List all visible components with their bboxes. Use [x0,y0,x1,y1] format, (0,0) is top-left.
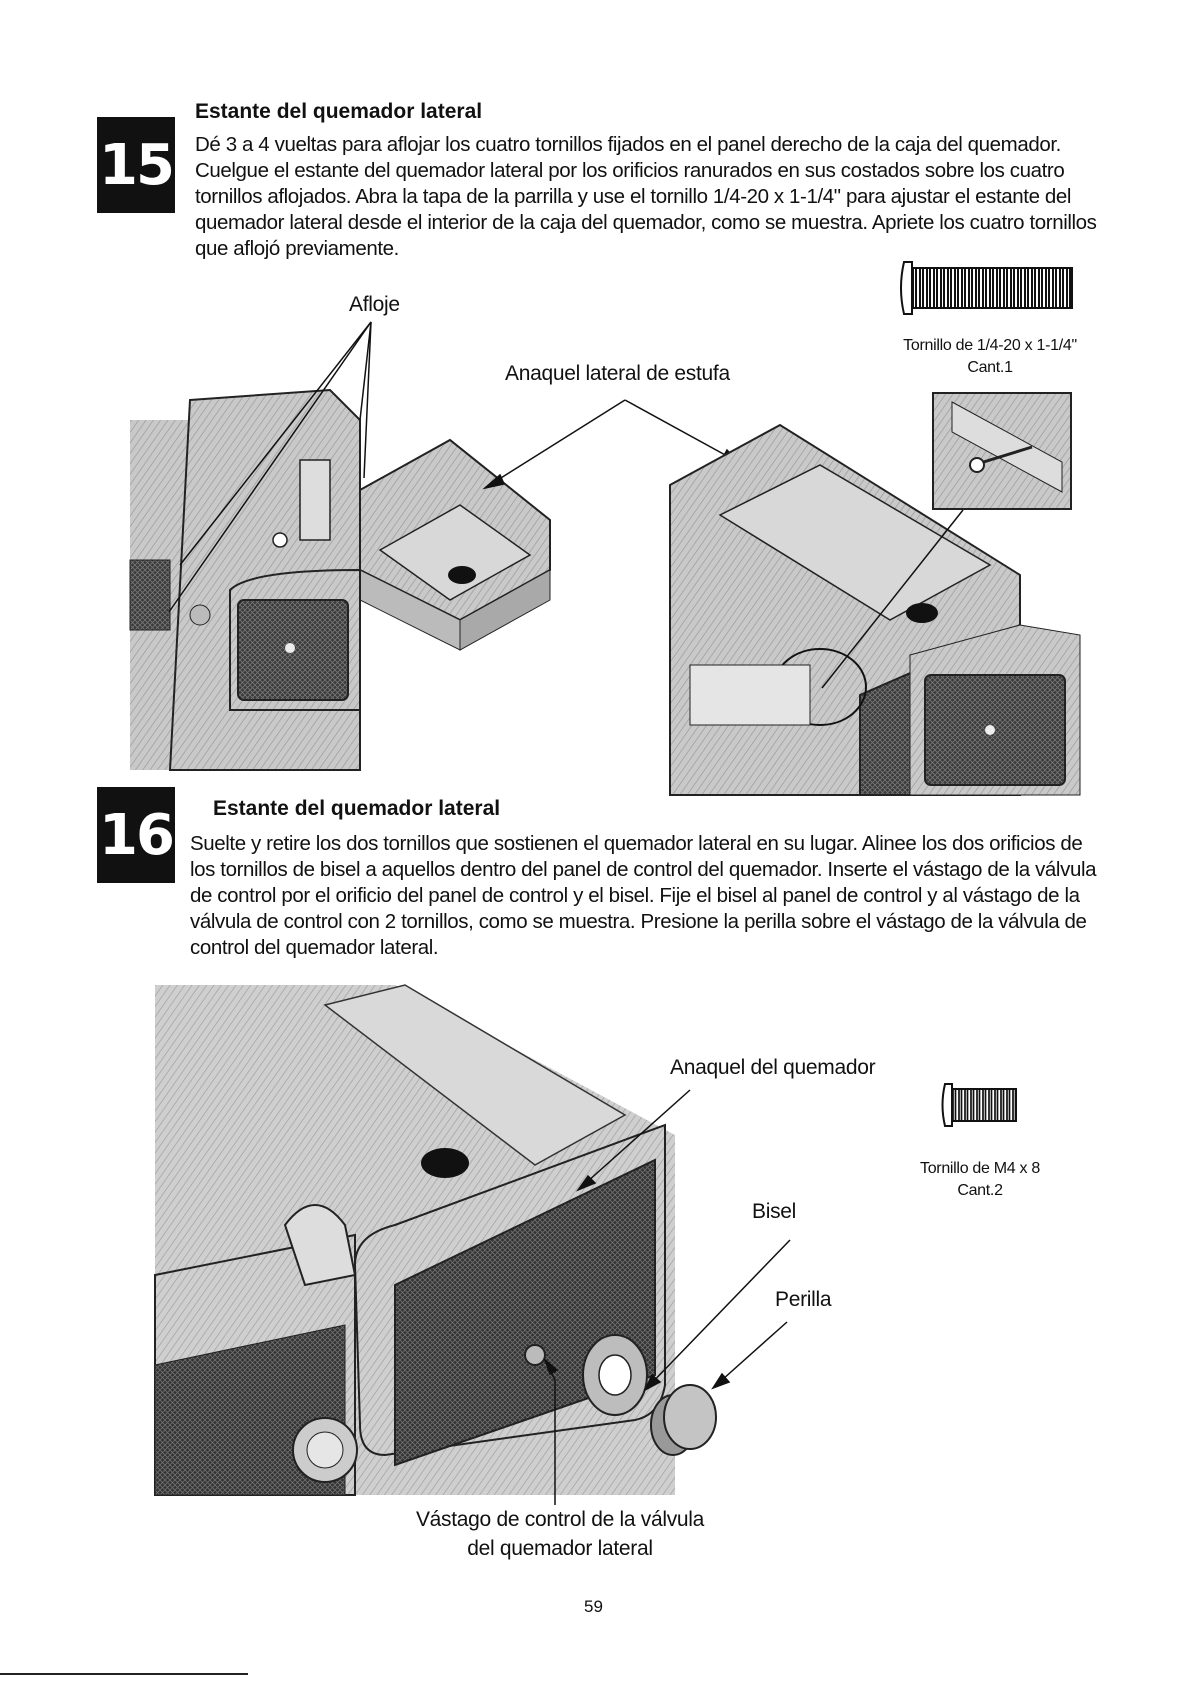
grill-side-shelf-illustration-left [129,388,551,771]
step-16-instructions: Suelte y retire los dos tornillos que so… [190,832,1097,959]
screw-m4-label: Tornillo de M4 x 8 Cant.2 [880,1158,1080,1202]
burner-bezel-knob-illustration [154,984,675,1496]
screw-1-4-20-name: Tornillo de 1/4-20 x 1-1/4" [903,337,1077,354]
valve-stem-label-line2: del quemador lateral [467,1537,653,1560]
step-15-number: 15 [97,117,175,213]
loosen-label: Afloje [349,293,400,316]
step-16-title: Estante del quemador lateral [213,797,501,820]
valve-stem-label-line1: Vástago de control de la válvula [415,1508,705,1531]
bezel-label: Bisel [752,1200,797,1223]
step-16-number: 16 [97,787,175,883]
bezel-illustration [582,1334,648,1416]
grill-side-shelf-illustration-right [669,423,1081,796]
step-15-title: Estante del quemador lateral [195,100,483,123]
screw-1-4-20-qty: Cant.1 [967,359,1013,376]
side-shelf-label: Anaquel lateral de estufa [505,362,730,385]
knob-illustration [650,1384,717,1456]
screw-m4-illustration [941,1083,1017,1127]
screw-1-4-20-label: Tornillo de 1/4-20 x 1-1/4" Cant.1 [880,335,1100,379]
burner-shelf-label: Anaquel del quemador [670,1056,876,1079]
screw-m4-name: Tornillo de M4 x 8 [920,1160,1040,1177]
step-15-instructions: Dé 3 a 4 vueltas para aflojar los cuatro… [195,133,1097,260]
inset-pointer-line [821,509,964,689]
valve-stem-label: Vástago de control de la válvula del que… [380,1505,740,1563]
page-number: 59 [584,1597,603,1616]
screw-detail-inset [932,392,1072,510]
screw-m4-qty: Cant.2 [957,1182,1003,1199]
knob-label: Perilla [775,1288,832,1311]
screw-1-4-20-illustration [900,261,1073,315]
bottom-rule [0,1673,248,1675]
